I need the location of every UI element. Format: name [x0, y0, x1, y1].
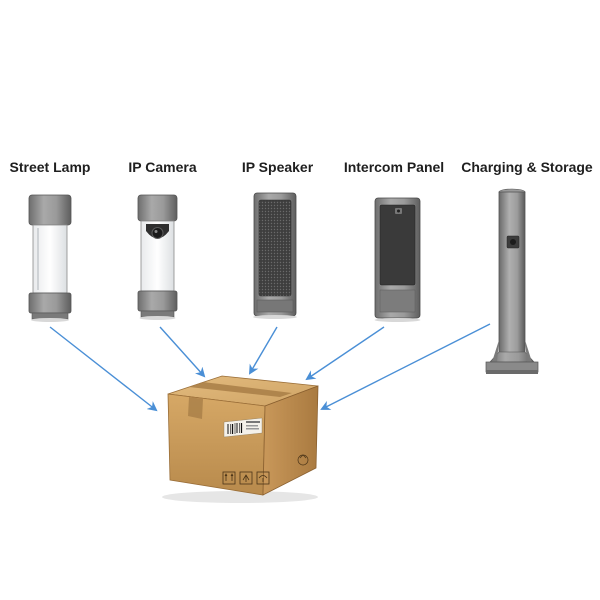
arrow-intercom-panel — [305, 326, 385, 381]
label-intercom-panel: Intercom Panel — [343, 159, 445, 175]
ip-speaker-icon — [253, 192, 297, 319]
label-ip-speaker: IP Speaker — [241, 159, 314, 175]
arrow-charging-storage — [320, 323, 491, 410]
label-charging-storage: Charging & Storage — [461, 159, 593, 175]
arrow-street-lamp — [49, 326, 158, 412]
ip-camera-icon — [137, 194, 178, 320]
recycle-icon — [297, 454, 309, 466]
charging-storage-pole-icon — [485, 188, 539, 374]
label-ip-camera: IP Camera — [128, 159, 197, 175]
barcode-label — [223, 417, 263, 438]
street-lamp-icon — [28, 194, 72, 322]
arrow-ip-speaker — [248, 326, 278, 375]
arrows — [49, 323, 491, 412]
handling-symbols — [222, 471, 270, 485]
intercom-panel-icon — [374, 197, 421, 322]
cardboard-box-icon — [162, 375, 319, 503]
arrow-ip-camera — [159, 326, 206, 378]
label-street-lamp: Street Lamp — [9, 159, 91, 175]
